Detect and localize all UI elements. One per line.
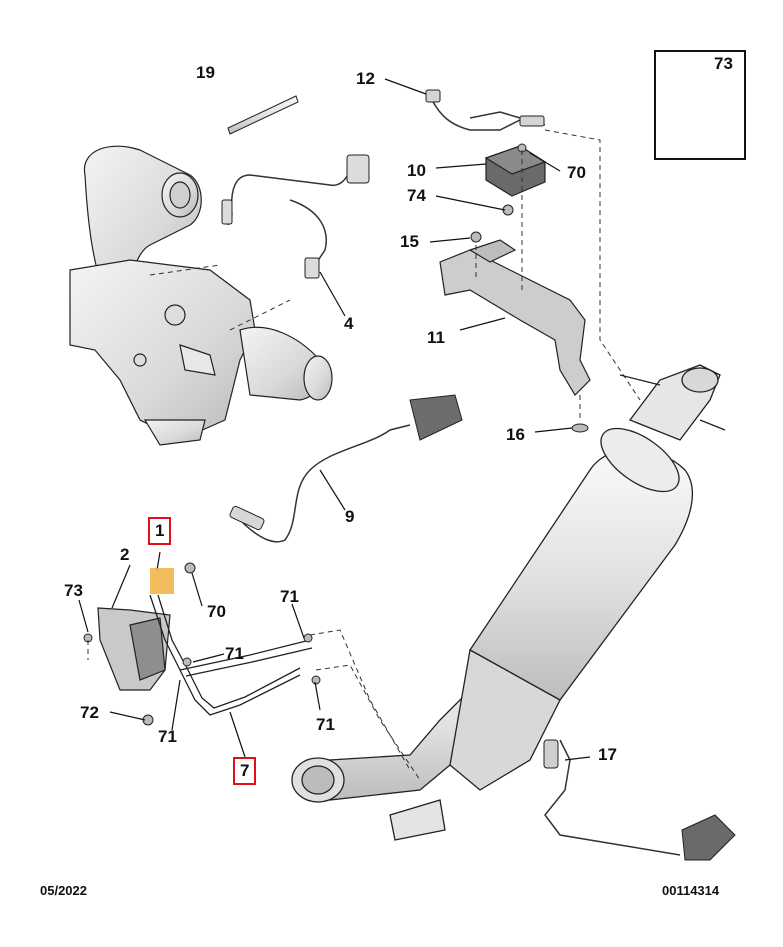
callout-71-c: 71: [316, 715, 335, 734]
catalyst-assembly: [69, 145, 333, 446]
front-pipe: [291, 648, 561, 841]
callout-70-bottom: 70: [207, 602, 226, 621]
sensor-bracket-2: [97, 607, 171, 691]
dashed-leaders: [149, 129, 641, 420]
part-1-highlight: [150, 568, 174, 594]
callout-1-highlighted: 1: [148, 517, 172, 545]
sensor-9: [229, 394, 463, 543]
callout-71-d: 71: [158, 727, 177, 746]
callout-71-b: 71: [225, 644, 244, 663]
footer-reference: 00114314: [662, 883, 720, 898]
small-parts-bottom: [83, 562, 321, 726]
footer-date: 05/2022: [40, 883, 87, 898]
callout-4: 4: [344, 314, 354, 333]
callout-leaders: [78, 78, 591, 761]
tubes-7: [149, 594, 313, 716]
callout-74: 74: [407, 186, 426, 205]
callout-73: 73: [64, 581, 83, 600]
callout-17: 17: [598, 745, 617, 764]
muffler: [469, 364, 726, 701]
callout-16: 16: [506, 425, 525, 444]
sensor-12-wire: [431, 99, 546, 131]
callout-15: 15: [400, 232, 419, 251]
sensor-12-parts: [425, 89, 545, 127]
callout-71-a: 71: [280, 587, 299, 606]
callout-73-inset: 73: [714, 54, 733, 73]
sensor-17: [543, 739, 736, 861]
bracket-11: [439, 239, 591, 396]
screw-73-inset: [654, 50, 746, 160]
pipe-19: [227, 95, 299, 135]
callout-9: 9: [345, 507, 355, 526]
callout-2: 2: [120, 545, 130, 564]
callout-19: 19: [196, 63, 215, 82]
dashed-leaders-bottom: [87, 629, 421, 781]
callout-70-top: 70: [567, 163, 586, 182]
module-10: [484, 145, 547, 197]
callout-7-highlighted: 7: [233, 757, 257, 785]
sensor-4: [221, 154, 370, 279]
callout-10: 10: [407, 161, 426, 180]
callout-11: 11: [427, 328, 445, 347]
small-parts-top: [470, 143, 589, 433]
callout-72: 72: [80, 703, 99, 722]
sensor-4-wire: [227, 159, 356, 266]
callout-12: 12: [356, 69, 375, 88]
